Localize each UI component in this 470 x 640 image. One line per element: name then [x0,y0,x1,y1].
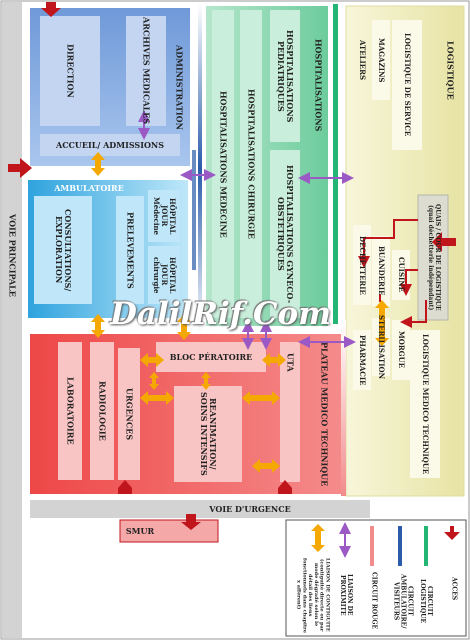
prelevements-box [116,196,144,304]
buanderie-box [372,236,390,306]
hopital-medecine-box [148,190,180,242]
urgences-label: URGENCES [124,387,135,441]
legend-contiguite-label: LIAISON DE CONTIGUITE (contiguité direct… [295,557,331,633]
plateau-title: PLATEAU MEDICO TECHNIQUE [319,341,330,487]
voie-principale-band [2,2,22,638]
morgue-label: MORGUE [397,331,407,369]
contiguity-ambulatoire-plateau [91,314,105,338]
smur-label: SMUR [125,526,155,536]
radiologie-label: RADIOLOGIE [97,381,108,441]
hosp-medecine-label: HOSPITALISATIONS MEDECINE [218,90,229,238]
magasins-box [372,20,390,100]
laboratoire-label: LABORATOIRE [65,377,76,445]
logistique-service-box [392,20,422,150]
voie-urgence-band [30,500,370,518]
legend-ambulatoire-label: CIRCUIT AMBULATOIRE/ VISITEURS [392,573,414,629]
access-arrow-top [41,2,61,17]
contiguity-logistique-sterilisation [375,300,389,346]
hopital-chirurgie-box [148,246,180,304]
logistique-title: LOGISTIQUE [445,40,456,100]
accueil-label: ACCUEIL/ ADMISSIONS [55,140,164,150]
ambulatoire-title: AMBULATOIRE [54,183,124,193]
reanimation-box [174,386,242,482]
legend-contiguite-icon [311,524,325,552]
pharmacie-label: PHARMACIE [358,334,368,386]
dechetterie-label: DECHETTERIE [358,235,368,295]
legend-rouge-swatch [370,526,374,566]
legend-rouge-label: CIRCUIT ROUGE [370,572,378,630]
voie-urgence-label: VOIE D'URGENCE [209,504,291,514]
archives-label: ARCHIVES MEDICALES [141,17,152,125]
quais-box [417,194,449,321]
hosp-chirurgie-box [240,10,262,318]
access-arrow-main [8,158,32,178]
access-arrow-urgences [118,480,132,494]
hosp-gyneco-box [270,150,300,318]
legend-logistique-label: CIRCUIT LOGISTIQUE [419,578,433,623]
quais-label: QUAIS / COUR DE LOGISTIQUE (quai déchett… [427,204,441,311]
contiguity-accueil-ambulatoire [91,152,105,176]
consultations-label: CONSULTATIONS/ EXPLORATION [54,208,74,292]
uta-box [280,342,300,482]
hosp-pediatriques-label: HOSPITALISATIONS PEDIATRIQUES [276,29,296,123]
hopital-chirurgie-label: HÔPITAL JOUR chirurgie [151,256,178,294]
prelevements-label: PRELEVEMENTS [125,211,136,289]
radiologie-box [90,342,114,480]
watermark: DalilRif.Com [110,296,332,332]
urgences-box [118,348,140,480]
access-arrow-smur [181,514,201,530]
hosp-pediatriques-box [270,10,300,142]
logistique-medico-label: LOGISTIQUE MEDICO TECHNIQUE [421,333,431,475]
buanderie-label: BUANDERIE [377,246,387,296]
logistique-service-label: LOGISTIQUE DE SERVICE [403,33,413,137]
uta-label: UTA [285,352,296,372]
sterilisation-label: STERILISATION [377,315,387,379]
voie-principale-label: VOIE PRINCIPALE [7,213,18,297]
bloc-label: BLOC PÉRATOIRE [169,352,253,362]
hosp-medecine-box [212,10,234,318]
pharmacie-box [353,330,371,390]
cuisine-label: CUISINE [397,257,407,293]
legend-acces-icon [444,526,460,540]
circuit-rouge-line [341,320,346,496]
direction-box [40,16,100,126]
magasins-label: MAGAZINS [377,37,387,83]
hopital-medecine-label: HÔPITAL JOUR Médecine [151,196,178,235]
archives-box [126,16,166,126]
hospitalisations-title: HOSPITALISATIONS [313,38,324,132]
morgue-box [392,320,410,380]
laboratoire-box [58,342,82,480]
hosp-chirurgie-label: HOSPITALISATIONS CHIRURGIE [246,89,257,239]
legend-acces-label: ACCES [450,577,458,601]
direction-label: DIRECTION [65,44,76,98]
sterilisation-box [372,318,390,376]
circuit-ambulatoire-line [198,4,202,334]
legend-logistique-swatch [424,526,428,566]
access-arrow-uta [278,480,292,494]
administration-title: ADMINISTRATION [174,44,185,130]
consultations-box [34,196,92,304]
reanimation-label: REANIMATION/ SOINS INTENSIFS [199,392,219,476]
circuit-logistique-line [333,4,338,324]
hosp-gyneco-label: HOSPITALISATIONS GYNECO-OBSTETRIQUES [276,164,296,304]
ateliers-label: ATELIERS [358,40,368,80]
access-arrow-logistique [432,232,456,252]
legend-proximite-label: LIAISON DE PROXIMITE [339,574,353,616]
legend-ambulatoire-swatch [398,526,402,566]
logistique-medico-box [410,330,440,478]
